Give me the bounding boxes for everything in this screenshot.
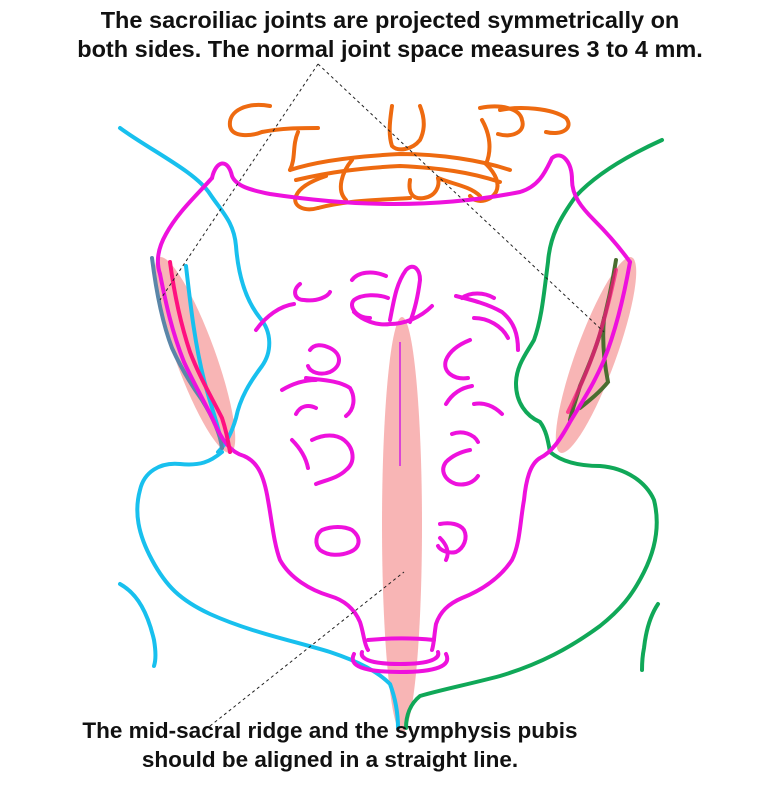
leader-top-to-right-joint	[160, 64, 318, 300]
left-sacroiliac-joint-highlight	[555, 257, 637, 453]
mid-sacral-ridge-highlight	[382, 317, 422, 733]
alignment-caption-line-1: The mid-sacral ridge and the symphysis p…	[82, 718, 578, 743]
sacroiliac-caption-line-2: both sides. The normal joint space measu…	[77, 36, 703, 62]
sacrum	[158, 155, 630, 672]
leader-lines	[160, 64, 604, 726]
alignment-caption-line-2: should be aligned in a straight line.	[141, 747, 519, 772]
lumbar-vertebra	[230, 105, 569, 209]
left-joint-edge	[568, 270, 616, 412]
leader-top-to-left-joint	[318, 64, 604, 332]
sacroiliac-caption-line-1: The sacroiliac joints are projected symm…	[100, 7, 680, 33]
leader-bottom-to-ridge	[210, 572, 404, 726]
right-joint-edge	[170, 262, 230, 452]
left-sacroiliac-joint-line-2	[580, 318, 608, 408]
left-ilium	[406, 140, 662, 728]
alignment-caption: The mid-sacral ridge and the symphysis p…	[0, 716, 720, 774]
sacroiliac-caption: The sacroiliac joints are projected symm…	[0, 6, 780, 64]
right-ilium	[120, 128, 398, 728]
